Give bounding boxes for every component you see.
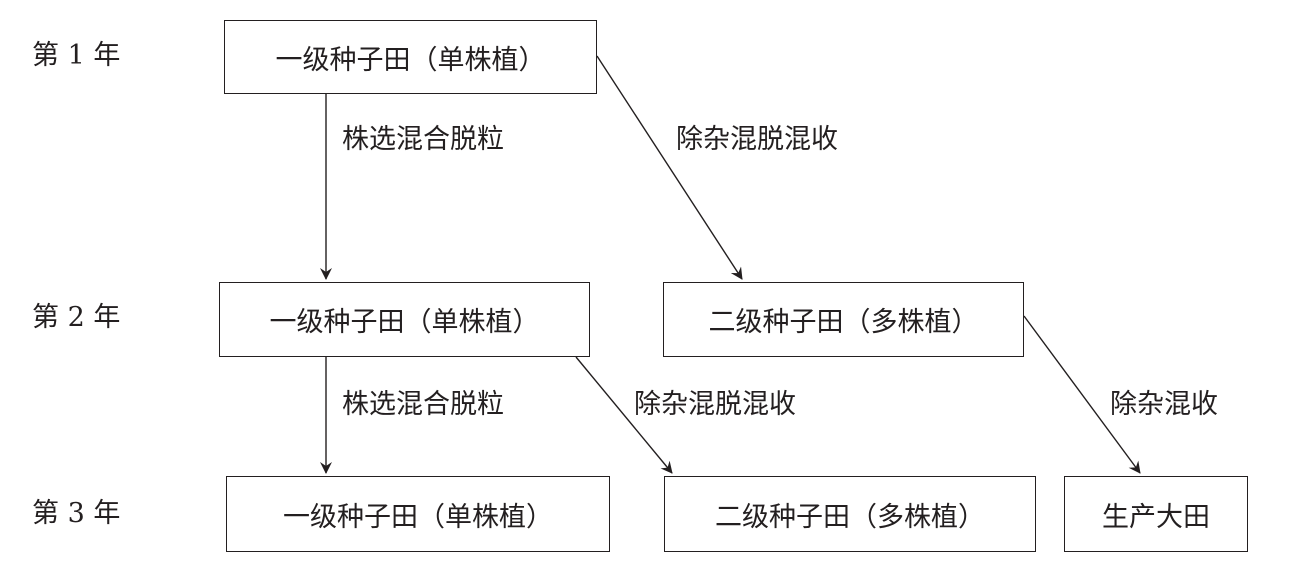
box-year3-production-field: 生产大田 bbox=[1064, 476, 1248, 552]
box-year3-second-grade-seed-field: 二级种子田（多株植） bbox=[664, 476, 1036, 552]
year-label-2: 第 2 年 bbox=[32, 302, 121, 333]
arrow-y2-first-to-y3-second bbox=[575, 356, 673, 474]
arrow-y2-second-to-field bbox=[1023, 315, 1141, 474]
year-label-3: 第 3 年 bbox=[32, 498, 121, 529]
edge-label-y1-rogue-harvest: 除杂混脱混收 bbox=[676, 124, 838, 155]
edge-label-y2-rogue-to-field: 除杂混收 bbox=[1110, 389, 1218, 420]
box-year1-first-grade-seed-field: 一级种子田（单株植） bbox=[224, 20, 597, 94]
year-label-1: 第 1 年 bbox=[32, 40, 121, 71]
arrow-y1-first-to-y2-second bbox=[596, 55, 743, 280]
edge-label-y2-rogue-harvest: 除杂混脱混收 bbox=[634, 389, 796, 420]
box-year2-second-grade-seed-field: 二级种子田（多株植） bbox=[663, 282, 1024, 357]
box-year2-first-grade-seed-field: 一级种子田（单株植） bbox=[219, 282, 590, 357]
edge-label-y2-plant-selection: 株选混合脱粒 bbox=[342, 389, 504, 420]
box-year3-first-grade-seed-field: 一级种子田（单株植） bbox=[226, 476, 610, 552]
edge-label-y1-plant-selection: 株选混合脱粒 bbox=[342, 124, 504, 155]
